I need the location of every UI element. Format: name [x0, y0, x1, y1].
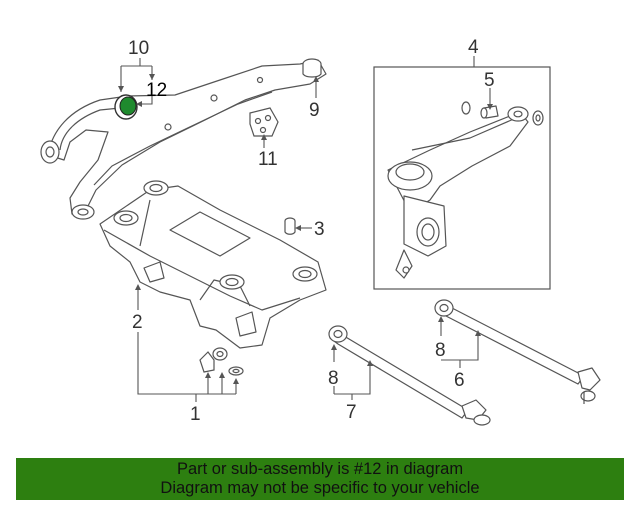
callout-11: 11 — [258, 149, 278, 170]
callout-4: 4 — [468, 37, 479, 58]
callout-9: 9 — [309, 100, 320, 121]
callout-2: 2 — [132, 312, 143, 333]
callout-8-right: 8 — [435, 340, 446, 361]
hardware-parts-1 — [199, 347, 244, 376]
callout-7: 7 — [346, 402, 357, 423]
arrow-heads — [118, 74, 493, 384]
banner-line-disclaimer: Diagram may not be specific to your vehi… — [160, 479, 480, 497]
bushing-part-3 — [284, 217, 296, 235]
callout-3: 3 — [314, 219, 325, 240]
leader-lines — [120, 56, 491, 402]
callout-1: 1 — [190, 404, 201, 425]
bushing-part-12-highlight — [114, 94, 138, 120]
assembly-box-4 — [373, 66, 551, 290]
callout-5: 5 — [484, 70, 495, 91]
link-arm-part-7 — [328, 325, 491, 426]
callout-12: 12 — [146, 80, 167, 101]
callout-8-left: 8 — [328, 368, 339, 389]
lower-control-arm-drawing — [387, 101, 544, 279]
bracket-part-11 — [249, 107, 279, 137]
subframe-part-2 — [99, 180, 327, 349]
link-arm-part-6 — [434, 299, 601, 404]
banner-line-part-info: Part or sub-assembly is #12 in diagram — [176, 460, 464, 478]
callout-6: 6 — [454, 370, 465, 391]
info-banner: Part or sub-assembly is #12 in diagram D… — [16, 458, 624, 500]
callout-10: 10 — [128, 38, 149, 59]
